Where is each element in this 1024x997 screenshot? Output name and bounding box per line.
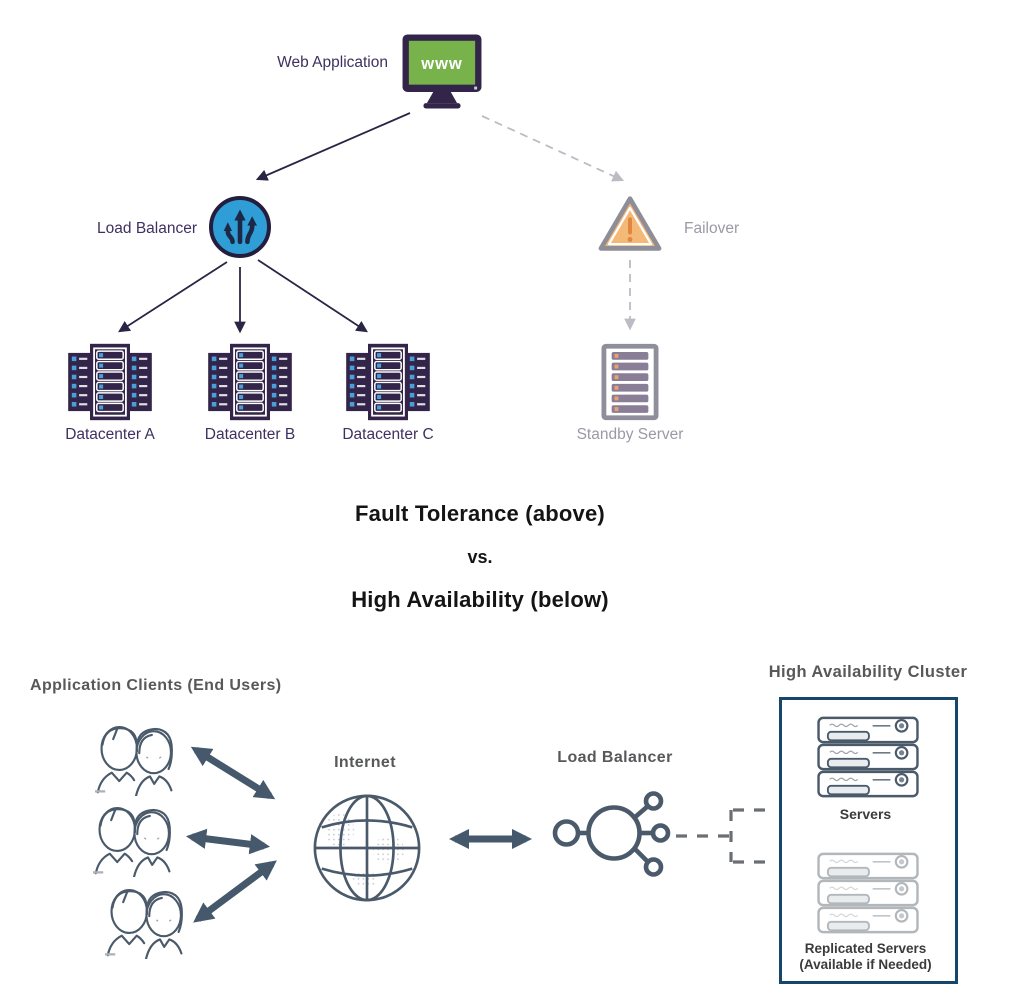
split-arrows-icon bbox=[223, 209, 258, 245]
standby-server-icon bbox=[601, 343, 659, 421]
replicated-servers-stack bbox=[816, 852, 920, 933]
datacenter-b-icon bbox=[204, 342, 296, 422]
datacenter-a-label: Datacenter A bbox=[65, 426, 155, 443]
server-icon bbox=[816, 743, 920, 771]
datacenter-a-icon bbox=[64, 342, 156, 422]
server-icon bbox=[816, 770, 920, 798]
users-icon bbox=[83, 714, 189, 796]
datacenter-c-label: Datacenter C bbox=[342, 426, 434, 443]
datacenter-b-label: Datacenter B bbox=[204, 426, 296, 443]
replicated-servers-label-line2: (Available if Needed) bbox=[799, 957, 932, 972]
vs-title: vs. bbox=[467, 547, 493, 567]
failover-warning-icon bbox=[598, 196, 662, 251]
arrow-webapp-to-failover bbox=[481, 115, 625, 182]
ha-cluster-title: High Availability Cluster bbox=[768, 663, 968, 681]
ha-cluster-box bbox=[779, 697, 958, 984]
arrow-clients1-internet bbox=[190, 746, 276, 800]
internet-globe-icon bbox=[313, 794, 421, 902]
arrow-lb-to-datacenter-c bbox=[257, 259, 368, 333]
arrow-clients3-internet bbox=[193, 860, 277, 923]
server-icon bbox=[816, 906, 920, 934]
load-balancer-node-icon bbox=[552, 791, 671, 877]
server-icon bbox=[816, 879, 920, 907]
arrow-clients2-internet bbox=[185, 828, 271, 855]
load-balancer-label-top: Load Balancer bbox=[97, 220, 197, 237]
load-balancer-icon bbox=[209, 196, 271, 258]
load-balancer-label-bottom: Load Balancer bbox=[557, 749, 673, 766]
users-icon bbox=[81, 795, 187, 877]
standby-server-label: Standby Server bbox=[576, 426, 684, 443]
servers-stack bbox=[816, 716, 920, 797]
application-clients-label: Application Clients (End Users) bbox=[30, 677, 282, 694]
server-icon bbox=[816, 716, 920, 744]
failover-label: Failover bbox=[684, 220, 740, 237]
web-application-monitor-icon: www bbox=[402, 34, 482, 109]
servers-label: Servers bbox=[839, 806, 892, 822]
arrow-lb-to-datacenter-a bbox=[118, 261, 228, 333]
web-application-label: Web Application bbox=[277, 54, 388, 71]
internet-label: Internet bbox=[334, 754, 396, 771]
arrow-webapp-to-loadbalancer bbox=[255, 112, 411, 181]
high-availability-title: High Availability (below) bbox=[351, 587, 609, 612]
monitor-screen-text: www bbox=[420, 54, 463, 73]
server-icon bbox=[816, 852, 920, 880]
replicated-servers-label-line1: Replicated Servers bbox=[804, 941, 927, 956]
users-icon bbox=[93, 877, 199, 959]
dashed-fork-lb-to-cluster bbox=[676, 808, 770, 864]
datacenter-c-icon bbox=[342, 342, 434, 422]
fault-tolerance-title: Fault Tolerance (above) bbox=[355, 501, 605, 526]
